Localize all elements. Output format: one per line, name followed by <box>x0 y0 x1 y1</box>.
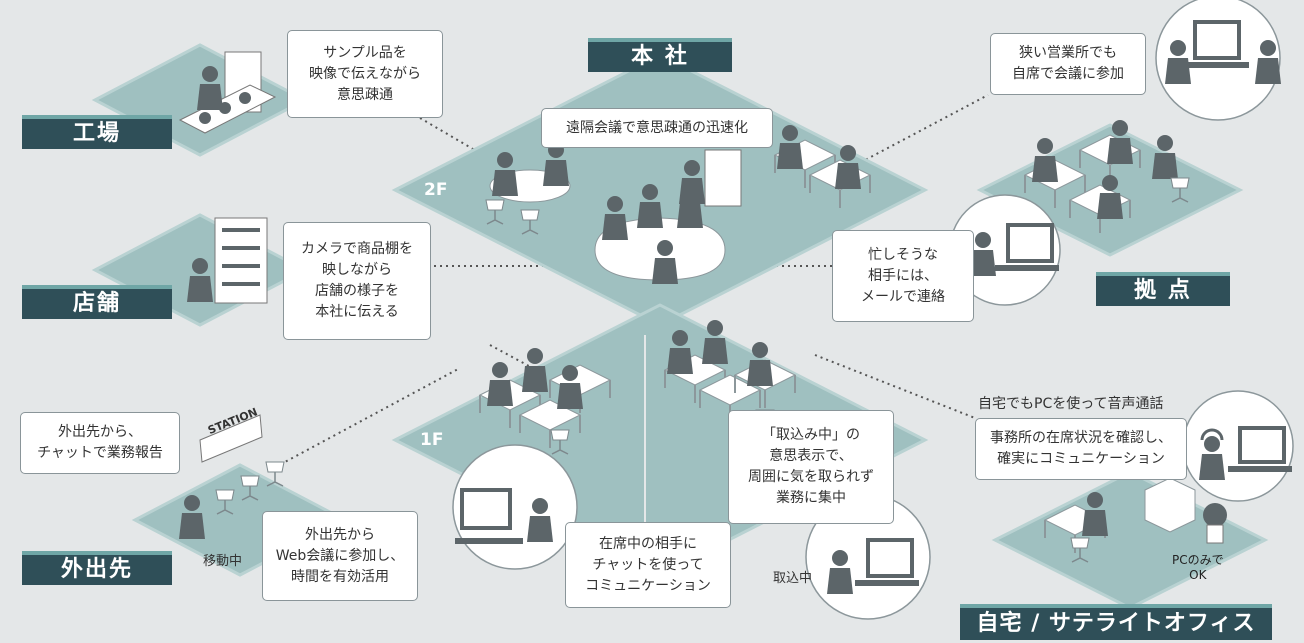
callout-outside-web: 外出先から Web会議に参加し、 時間を有効活用 <box>262 511 418 601</box>
label-base: 拠 点 <box>1096 272 1230 306</box>
vignette-email <box>949 194 1061 306</box>
floor-label-2f: 2F <box>424 180 448 200</box>
label-home: 自宅 / サテライトオフィス <box>960 604 1272 640</box>
callout-factory: サンプル品を 映像で伝えながら 意思疎通 <box>287 30 443 118</box>
callout-chat-inoffice: 在席中の相手に チャットを使って コミュニケーション <box>565 522 731 608</box>
callout-outside-chat: 外出先から、 チャットで業務報告 <box>20 412 180 474</box>
text-pc-only: PCのみで OK <box>1172 553 1224 582</box>
label-factory: 工場 <box>22 115 172 149</box>
hq-2f-floor <box>391 53 929 327</box>
callout-base-busy: 忙しそうな 相手には、 メールで連絡 <box>832 230 974 322</box>
text-home-voice: 自宅でもPCを使って音声通話 <box>978 396 1164 412</box>
label-store: 店舗 <box>22 285 172 319</box>
vignette-chat <box>452 444 578 570</box>
label-outside: 外出先 <box>22 551 172 585</box>
text-busy: 取込中 <box>773 571 813 586</box>
label-headquarters: 本 社 <box>588 38 732 72</box>
callout-home-status: 事務所の在席状況を確認し、 確実にコミュニケーション <box>975 418 1187 480</box>
callout-hq-meeting: 遠隔会議で意思疎通の迅速化 <box>541 108 773 148</box>
callout-store: カメラで商品棚を 映しながら 店舗の様子を 本社に伝える <box>283 222 431 340</box>
vignette-busy <box>805 494 931 620</box>
vignette-base-desk <box>1155 0 1281 121</box>
vignette-voice <box>1182 390 1294 502</box>
callout-focus: 「取込み中」の 意思表示で、 周囲に気を取られず 業務に集中 <box>728 410 894 524</box>
floor-label-1f: 1F <box>420 430 444 450</box>
text-moving: 移動中 <box>203 554 243 569</box>
home-floor <box>991 470 1269 610</box>
callout-base-small: 狭い営業所でも 自席で会議に参加 <box>990 33 1146 95</box>
